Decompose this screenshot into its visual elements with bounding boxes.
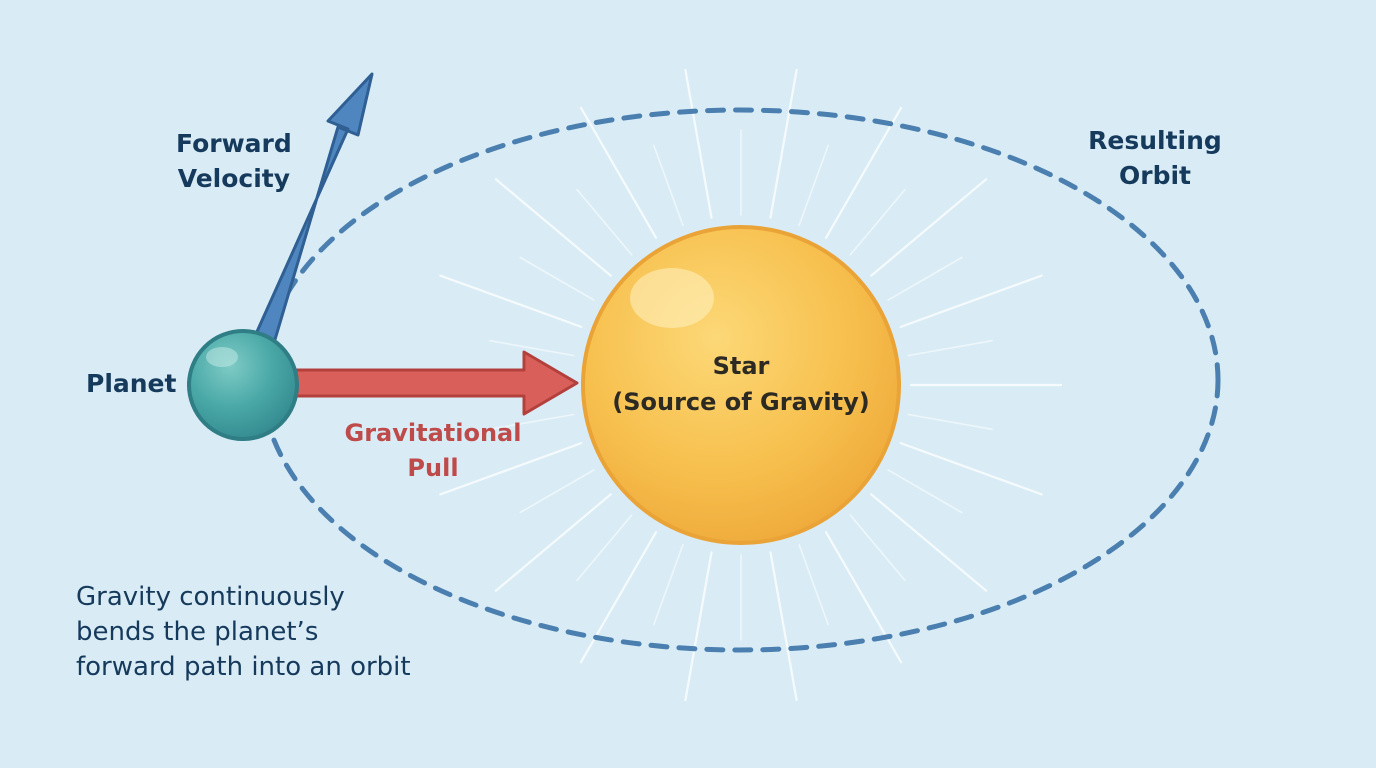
star-ray [439,274,583,328]
orbit-path [259,107,1221,653]
resulting-orbit-line-2: Orbit [1119,161,1191,190]
star-label-line-1: Star [712,352,770,380]
gravitational-pull-line-1: Gravitational [344,419,522,447]
caption-line-1: Gravity continuously [76,582,345,612]
caption-line-2: bends the planet’s [76,617,319,647]
gravitational-pull-label: Gravitational Pull [335,416,531,486]
star-ray [907,413,993,431]
star-ray [798,543,830,626]
star-ray [899,442,1043,496]
star-ray [494,178,612,277]
star-ray [494,493,612,592]
star-ray [887,469,963,514]
resulting-orbit-line-1: Resulting [1088,126,1222,155]
star-ray [887,256,963,301]
star-ray [579,531,658,664]
forward-velocity-arrow [249,72,374,355]
star-ray [824,531,903,664]
planet-icon [187,329,299,441]
explanation-caption: Gravity continuously bends the planet’s … [76,580,496,685]
star-ray [684,551,713,702]
star-ray [684,68,713,219]
forward-velocity-label: Forward Velocity [176,126,292,196]
star-ray [439,442,583,496]
star-ray [769,68,798,219]
star-ray [579,106,658,239]
star-ray [849,514,906,582]
star-rays [419,68,1063,702]
star-ray [870,493,988,592]
star-ray [576,188,633,256]
star-label-line-2: (Source of Gravity) [612,388,870,416]
planet-label-text: Planet [86,369,177,398]
star-ray [489,413,575,431]
star-ray [519,469,595,514]
star-ray [652,543,684,626]
star-ray [652,144,684,227]
star-ray [907,339,993,357]
resulting-orbit-label: Resulting Orbit [1084,123,1226,193]
star-ray [576,514,633,582]
star-icon [581,225,901,545]
star-ray [519,256,595,301]
star-ray [870,178,988,277]
star-ray [798,144,830,227]
star-ray [824,106,903,239]
forward-velocity-line-2: Velocity [177,164,291,193]
star-ray [489,339,575,357]
gravitational-pull-arrow [294,350,579,416]
star-ray [769,551,798,702]
forward-velocity-line-1: Forward [176,129,292,158]
star-ray [899,274,1043,328]
star-label: Star (Source of Gravity) [591,348,891,420]
gravitational-pull-line-2: Pull [407,454,459,482]
planet-label: Planet [86,366,176,401]
star-ray [849,188,906,256]
caption-line-3: forward path into an orbit [76,652,411,682]
